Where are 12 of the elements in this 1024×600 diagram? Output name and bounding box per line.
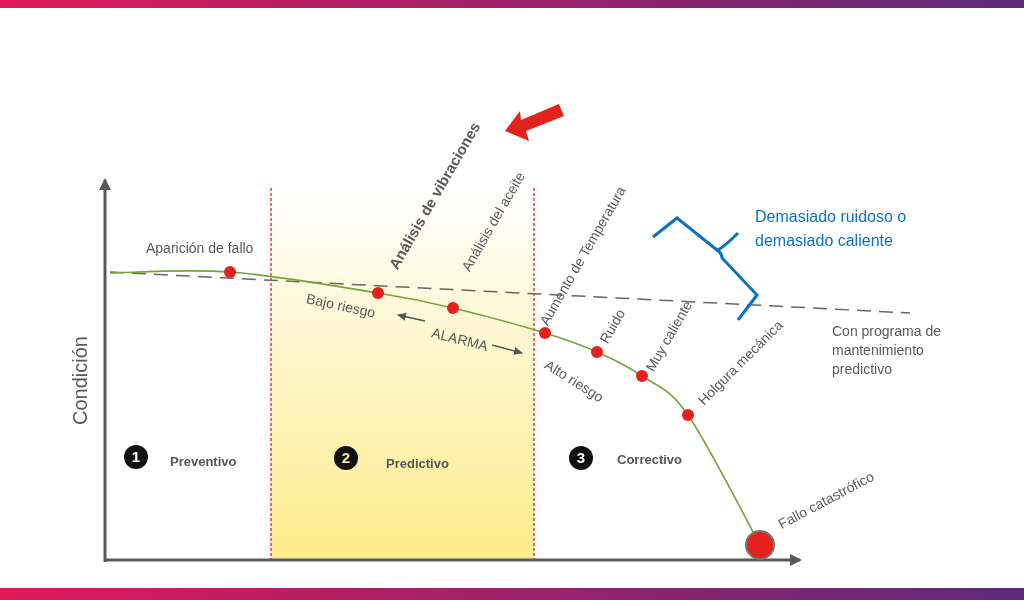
step-number: 2 [334, 446, 358, 470]
annotation-text: Aparición de fallo [146, 240, 254, 256]
zone-label: Correctivo [617, 452, 683, 468]
step-number: 3 [569, 446, 593, 470]
zone-label: Predictivo [386, 456, 449, 472]
annotation-text: Demasiado ruidoso o demasiado caliente [755, 207, 908, 251]
zone-label: Preventivo [170, 454, 237, 470]
annotation-text: Bajo riesgo [305, 290, 377, 321]
step-number: 1 [124, 445, 148, 469]
annotation-text: ALARMA [430, 324, 490, 354]
axis-title: Condición [69, 336, 91, 425]
annotation-text: Con programa de mantenimiento predictivo [832, 322, 942, 379]
